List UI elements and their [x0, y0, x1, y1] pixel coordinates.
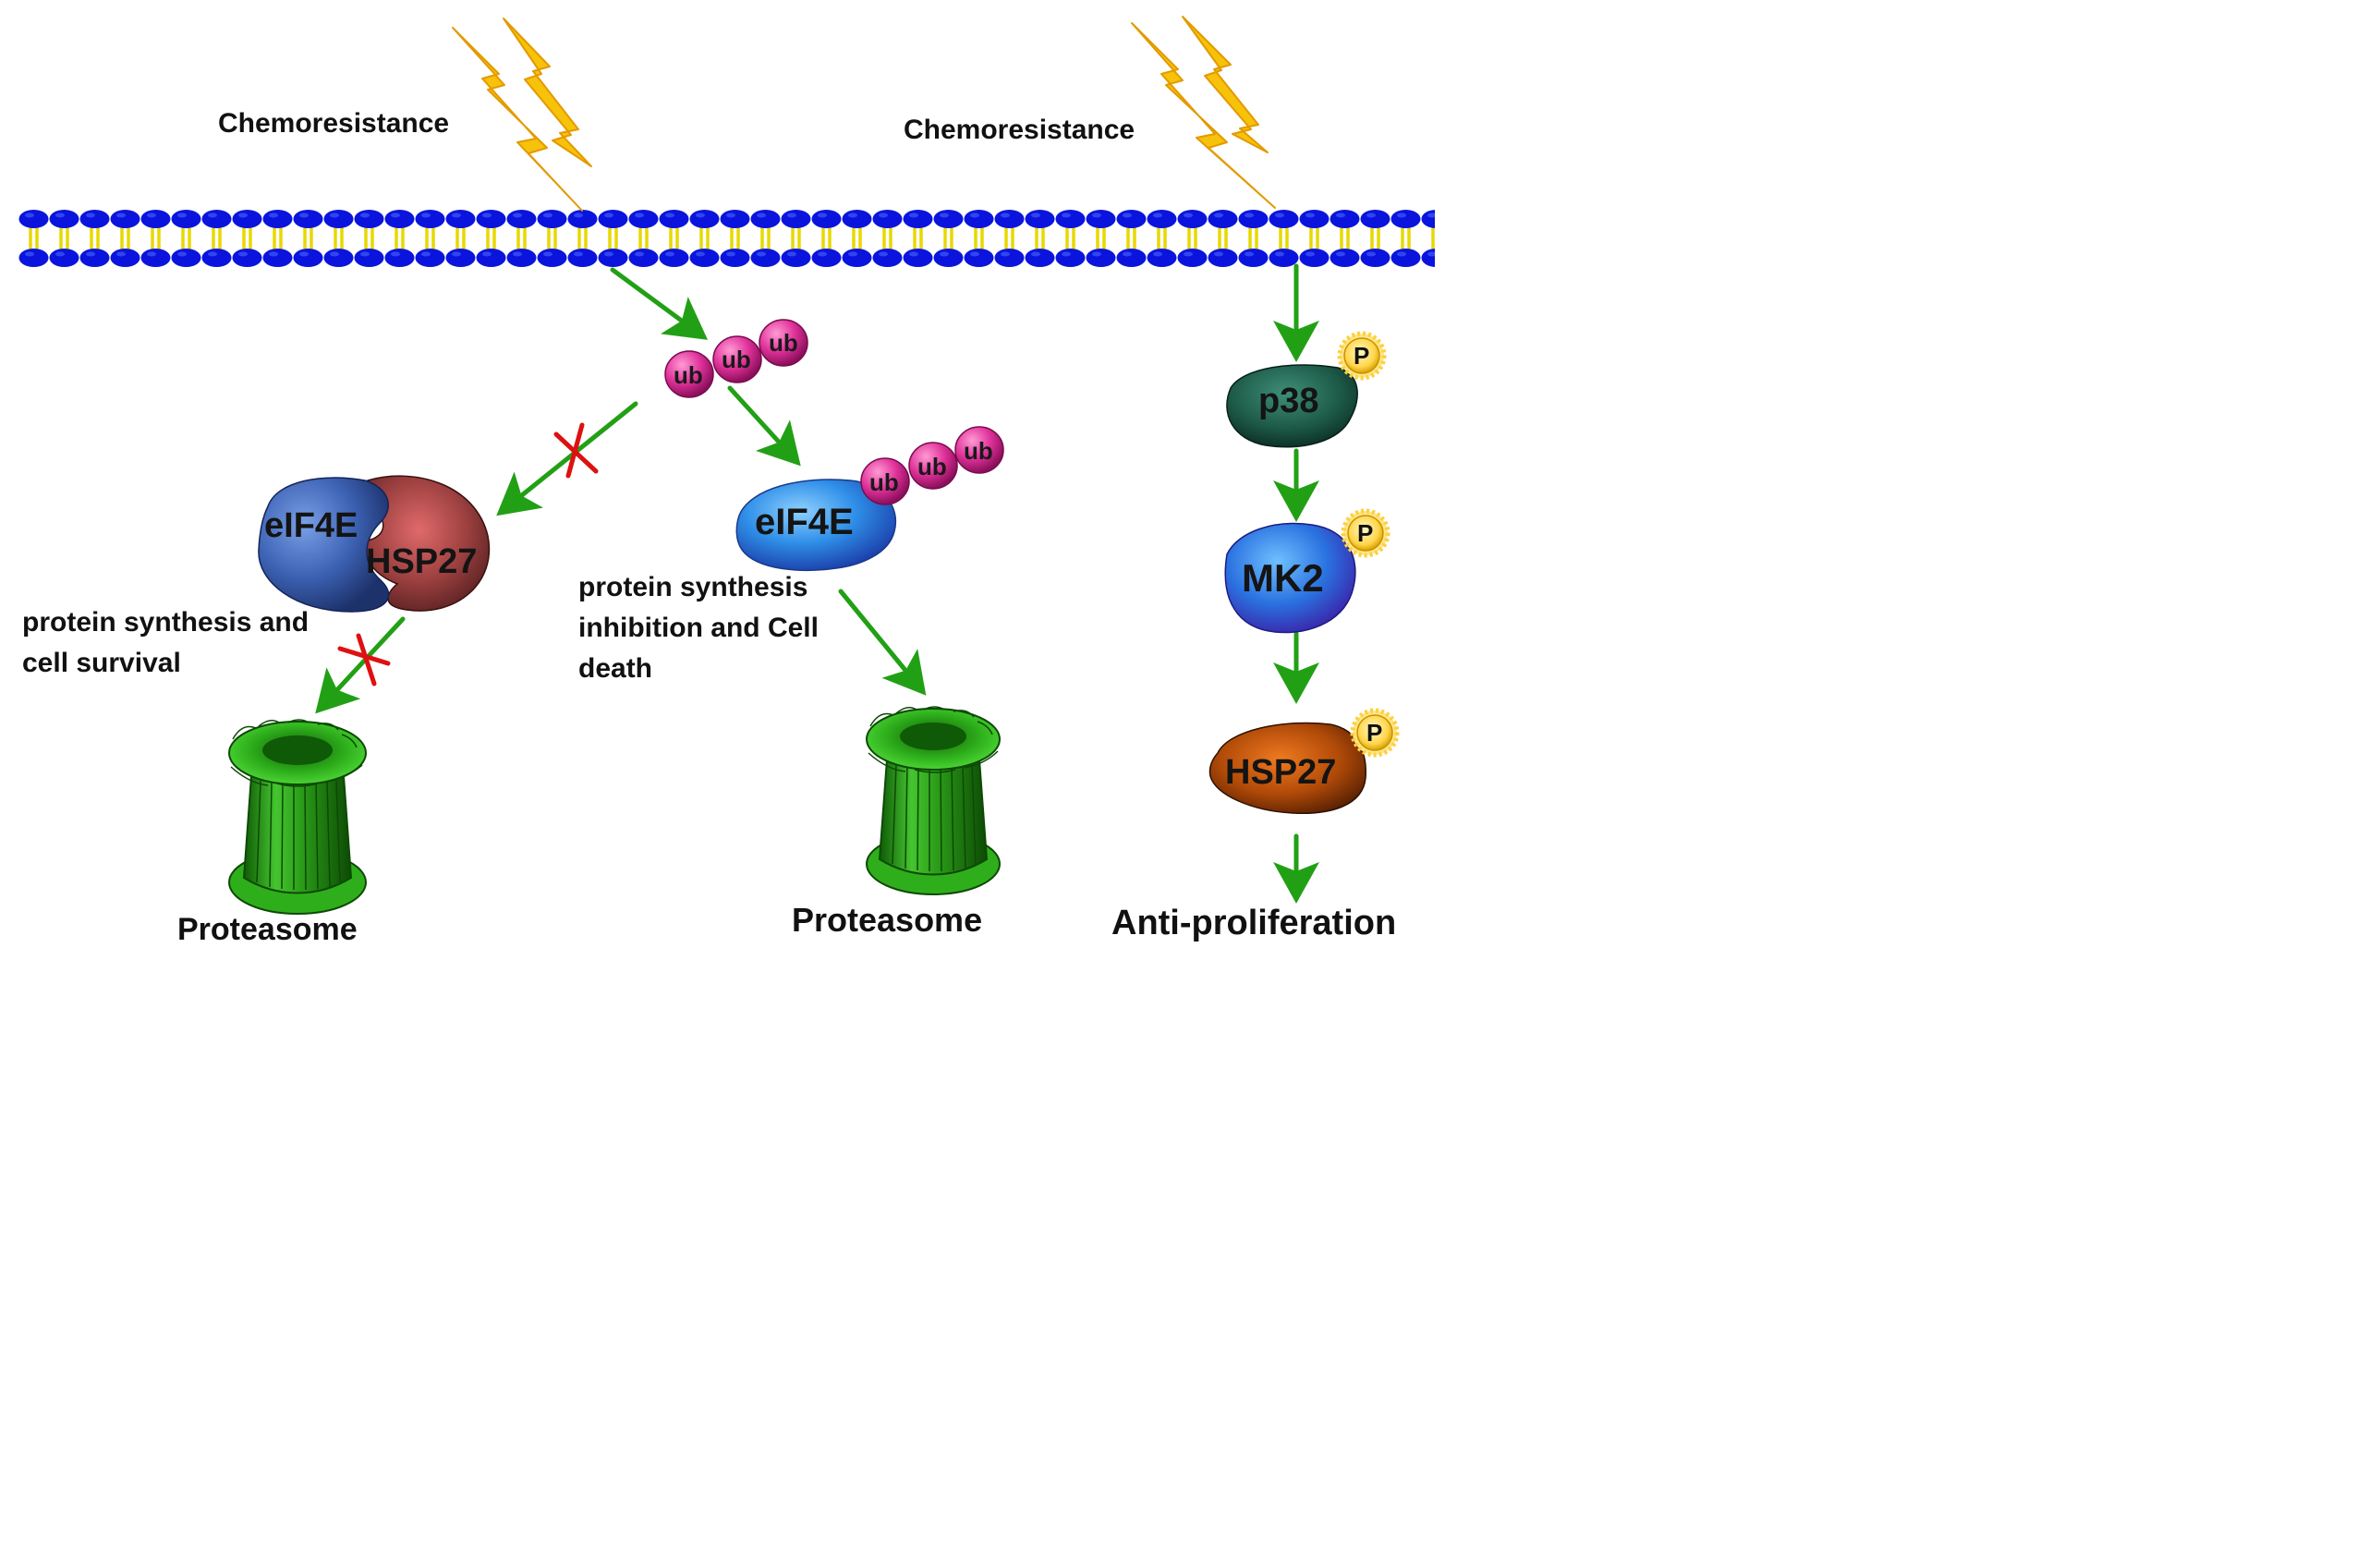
chemoresistance-label-right: Chemoresistance	[904, 115, 1135, 145]
signaling-pathway-diagram: Chemoresistance Chemoresistance ub ub ub	[18, 16, 1435, 947]
cell-membrane	[18, 209, 1435, 268]
arrow-complex-to-proteasome	[315, 616, 406, 714]
lightning-bolt-left-icon	[452, 18, 592, 212]
proteasome-right-icon	[866, 706, 1001, 895]
eif4e-free-protein-shape	[735, 479, 897, 571]
eif4e-hsp27-complex: eIF4E HSP27	[258, 475, 491, 613]
arrow-membrane-to-ub	[610, 267, 709, 340]
proteasome-left-icon	[228, 719, 367, 915]
eif4e-ubiquitinated: eIF4E ub ub ub	[735, 426, 1004, 571]
eif4e-label: eIF4E	[264, 506, 358, 545]
proteasome-left-label: Proteasome	[177, 912, 358, 947]
hsp27-phospho-protein: HSP27	[1208, 722, 1366, 814]
inhibition-cross-upper-icon	[553, 422, 599, 479]
hsp27-right-label: HSP27	[1225, 753, 1336, 792]
eif4e-protein-shape	[258, 477, 390, 613]
phosphate-label: P	[1354, 342, 1369, 370]
ub-label: ub	[722, 346, 751, 373]
mk2-label: MK2	[1242, 556, 1324, 600]
ub-label: ub	[769, 329, 798, 357]
phosphate-badge-hsp27-icon: P	[1350, 708, 1400, 758]
anti-proliferation-label: Anti-proliferation	[1111, 904, 1396, 942]
arrow-eif4e-to-proteasome	[838, 589, 927, 696]
lightning-bolt-right-icon	[1131, 16, 1276, 209]
phosphate-badge-p38-icon: P	[1337, 331, 1387, 381]
p38-label: p38	[1258, 382, 1318, 420]
proteasome-right-label: Proteasome	[792, 901, 982, 939]
arrow-ub-to-eif4e	[727, 385, 801, 467]
ubiquitin-chain-top: ub ub ub	[664, 319, 808, 398]
p38-protein: p38	[1226, 364, 1358, 448]
ub-label: ub	[869, 468, 899, 496]
eif4e-free-label: eIF4E	[755, 502, 854, 542]
ub-label: ub	[674, 361, 703, 389]
ub-label: ub	[964, 437, 993, 465]
arrow-ub-to-complex	[496, 401, 638, 516]
survival-text-line2: cell survival	[22, 648, 181, 678]
chemoresistance-label-left: Chemoresistance	[218, 108, 449, 139]
phosphate-badge-mk2-icon: P	[1341, 508, 1390, 558]
hsp27-label: HSP27	[366, 542, 477, 581]
survival-text-line1: protein synthesis and	[22, 607, 309, 638]
inhibition-cross-lower-icon	[337, 633, 391, 686]
death-text-line3: death	[578, 653, 652, 684]
mk2-protein: MK2	[1224, 522, 1356, 634]
death-text-line2: inhibition and Cell	[578, 613, 819, 643]
phosphate-label: P	[1366, 719, 1382, 747]
ub-label: ub	[917, 453, 947, 480]
phosphate-label: P	[1357, 519, 1373, 547]
death-text-line1: protein synthesis	[578, 572, 808, 602]
